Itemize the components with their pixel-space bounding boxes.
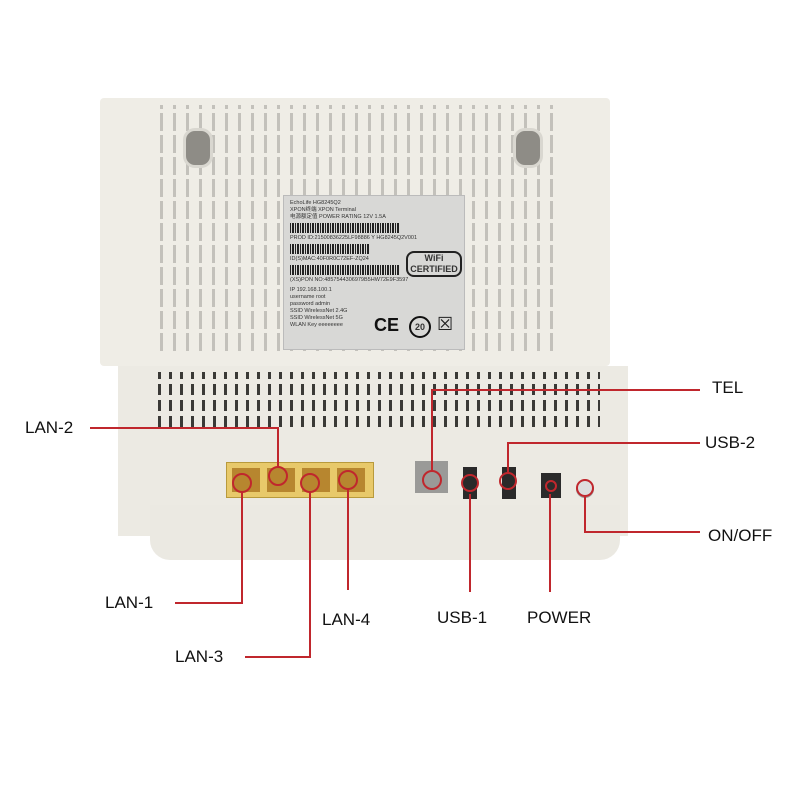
callout-circle-lan-4 [338, 470, 358, 490]
sticker-wlan-key: WLAN Key eeeeeeee [290, 322, 343, 328]
sticker-password: password admin [290, 301, 331, 307]
callout-tel [431, 389, 700, 471]
callout-circle-lan-1 [232, 473, 252, 493]
product-label-sticker: EchoLife HG8245Q2 XPON终端 XPON Terminal 电… [283, 195, 465, 350]
callout-circle-tel [422, 470, 442, 490]
wall-mount-hole-left [183, 128, 213, 168]
callout-circle-power [545, 480, 557, 492]
label-lan-4: LAN-4 [322, 610, 371, 629]
callout-circle-lan-2 [268, 466, 288, 486]
sticker-mac: ID(S)MAC:40F0R0C72EF-ZQ24 [290, 256, 369, 262]
sticker-ssid-24: SSID WirelessNet 2.4G [290, 308, 348, 314]
sticker-ssid-5: SSID WirelessNet 5G [290, 315, 343, 321]
sticker-prod-id: PROD ID:21500836225LF98886 Y HG8245Q2V00… [290, 235, 417, 241]
lan-2-port[interactable] [267, 468, 295, 492]
sticker-username: username root [290, 294, 326, 300]
rohs-20-icon: 20 [409, 316, 431, 338]
sticker-info: IP 192.168.100.1 username root password … [290, 287, 458, 329]
label-usb-2: USB-2 [705, 433, 756, 452]
callout-circle-onoff [576, 479, 594, 497]
power-jack[interactable] [541, 473, 561, 498]
callout-lan-2 [90, 427, 279, 467]
sticker-line: EchoLife HG8245Q2 [290, 200, 341, 206]
barcode [290, 244, 370, 254]
label-lan-3: LAN-3 [175, 647, 224, 666]
sticker-ip: IP 192.168.100.1 [290, 287, 332, 293]
callout-lan-1 [175, 492, 243, 604]
callout-circle-usb-1 [461, 474, 479, 492]
label-usb-1: USB-1 [437, 608, 488, 627]
label-power: POWER [527, 608, 592, 627]
sticker-sn: (XS)PON NO:4857544306979B5HW72E9F3597 [290, 277, 409, 283]
lan-1-port[interactable] [232, 468, 260, 492]
lan-3-port[interactable] [302, 468, 330, 492]
callout-lan-3 [245, 492, 311, 658]
label-tel: TEL [712, 378, 744, 397]
callout-onoff [584, 497, 700, 533]
weee-bin-icon: ☒ [437, 314, 454, 334]
barcode [290, 265, 400, 275]
barcode [290, 223, 400, 233]
callout-circle-lan-3 [300, 473, 320, 493]
ce-mark: CE [374, 315, 400, 335]
label-lan-2: LAN-2 [25, 418, 74, 437]
sticker-line: 电源额定值 POWER RATING 12V 1.5A [290, 214, 386, 220]
label-on-off: ON/OFF [708, 526, 773, 545]
callout-circle-usb-2 [499, 472, 517, 490]
wall-mount-hole-right [513, 128, 543, 168]
sticker-line: XPON终端 XPON Terminal [290, 207, 356, 213]
vent-grille-lower-rows [150, 372, 600, 432]
callout-usb-2 [507, 442, 700, 472]
label-lan-1: LAN-1 [105, 593, 154, 612]
wifi-certified-logo: WiFi CERTIFIED [406, 251, 462, 277]
router-stand [150, 505, 620, 560]
